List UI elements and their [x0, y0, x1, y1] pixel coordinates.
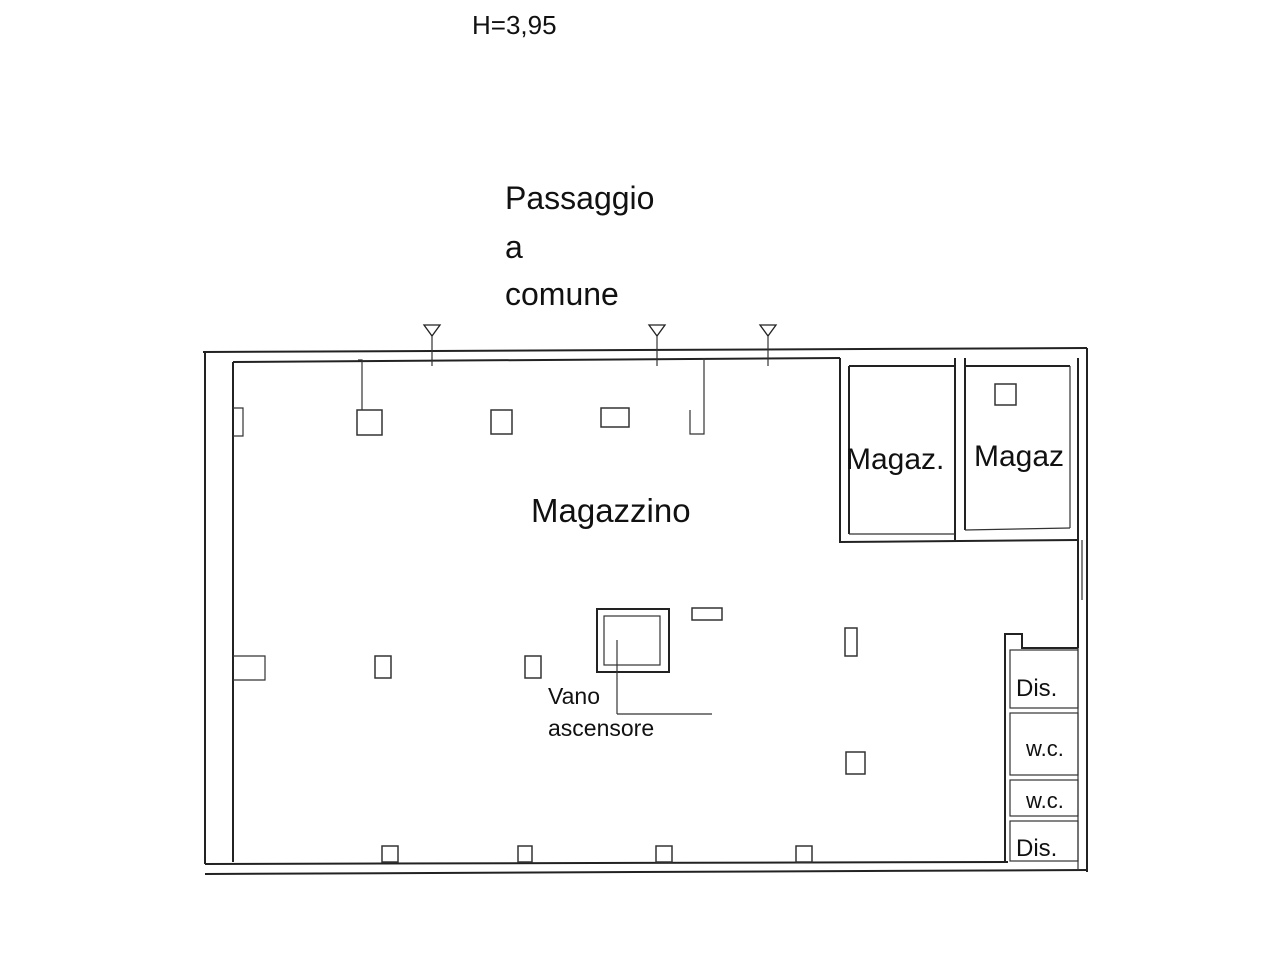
left-wall-niches [233, 407, 266, 681]
passage-line-1: Passaggio [505, 180, 654, 216]
pillar [655, 845, 673, 863]
entrance-arrows [422, 324, 778, 366]
top-wall-returns [358, 358, 705, 435]
wc-2-label: w.c. [1025, 788, 1064, 813]
pillar [844, 627, 858, 657]
pillar [600, 407, 630, 428]
hall-1-label: Dis. [1016, 675, 1057, 702]
passage-line-2: a [505, 229, 523, 265]
wc-1-label: w.c. [1025, 736, 1064, 761]
entrance-arrow-icon-3 [758, 324, 778, 366]
main-room-label: Magazzino [531, 492, 691, 529]
pillar [691, 607, 723, 621]
hall-2-label: Dis. [1016, 835, 1057, 862]
outer-walls [202, 347, 1089, 875]
passage-line-3: comune [505, 276, 619, 312]
lift-shaft: Vano ascensore [548, 608, 712, 741]
lift-shaft-label-1: Vano [548, 683, 600, 709]
service-rooms: Dis. w.c. w.c. Dis. [1004, 633, 1079, 870]
pillar [795, 845, 813, 863]
pillar [356, 409, 383, 436]
pillar [994, 383, 1017, 406]
height-note: H=3,95 [472, 10, 557, 40]
entrance-arrow-icon-1 [422, 324, 442, 366]
entrance-arrow-icon-2 [647, 324, 667, 366]
pillar [845, 751, 866, 775]
pillar [517, 845, 533, 863]
pillar [524, 655, 542, 679]
passage-label: Passaggio a comune [505, 180, 654, 312]
pillars [356, 383, 1017, 863]
lift-shaft-label-2: ascensore [548, 715, 654, 741]
pillar [490, 409, 513, 435]
pillar [381, 845, 399, 863]
store-room-2-label: Magaz [974, 440, 1064, 473]
store-rooms: Magaz. Magaz [839, 358, 1079, 544]
pillar [374, 655, 392, 679]
store-room-1-label: Magaz. [846, 443, 944, 476]
